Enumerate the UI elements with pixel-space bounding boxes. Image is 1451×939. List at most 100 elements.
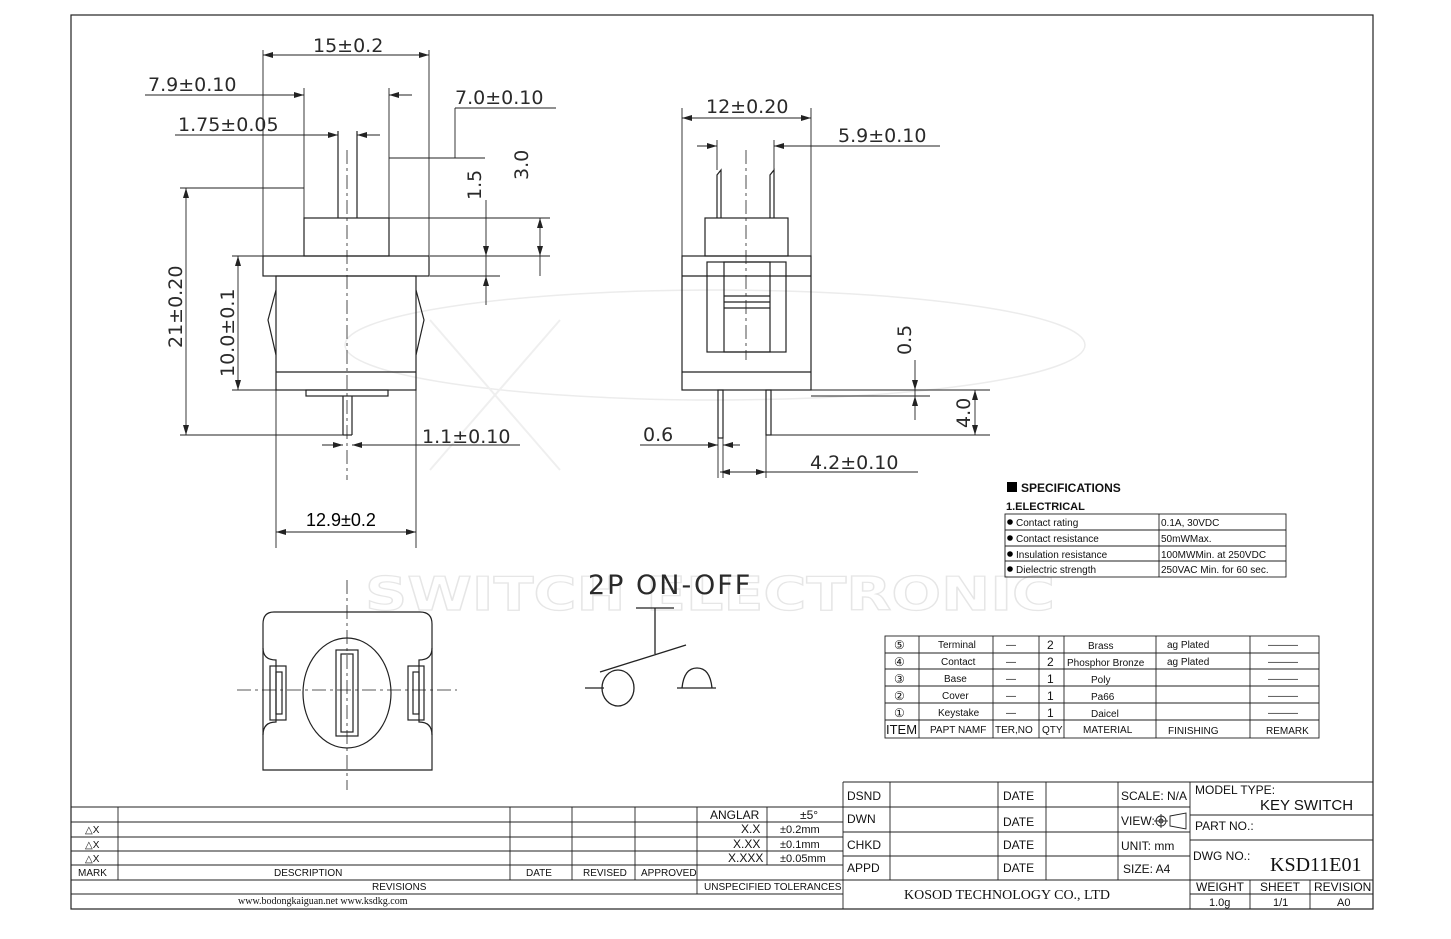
revision-mark: △X	[85, 854, 100, 865]
sign-label: CHKD	[847, 838, 881, 852]
sign-info: SCALE: N/A	[1121, 789, 1187, 803]
svg-text:FINISHING: FINISHING	[1168, 726, 1219, 737]
dim-21: 21±0.20	[165, 266, 187, 348]
dim-0-6: 0.6	[643, 424, 673, 446]
dim-15: 15±0.2	[313, 35, 383, 57]
drawing-border	[70, 14, 1374, 910]
spec-value: 250VAC Min. for 60 sec.	[1161, 565, 1269, 576]
svg-text:⑤: ⑤	[894, 638, 905, 652]
spec-value: 0.1A, 30VDC	[1161, 518, 1219, 529]
revision-mark: △X	[85, 840, 100, 851]
dim-4-2: 4.2±0.10	[810, 452, 898, 474]
company-name: KOSOD TECHNOLOGY CO., LTD	[904, 888, 1110, 903]
svg-text:—: —	[1006, 640, 1016, 651]
svg-text:Phosphor Bronze: Phosphor Bronze	[1067, 658, 1145, 669]
svg-text:TER,NO: TER,NO	[995, 725, 1033, 736]
dwg-no-label: DWG NO.:	[1193, 849, 1250, 863]
col-description: DESCRIPTION	[274, 868, 342, 879]
sign-label: DWN	[847, 812, 876, 826]
svg-text:Pa66: Pa66	[1091, 692, 1115, 703]
spec-label: Dielectric strength	[1016, 565, 1096, 576]
svg-text:Cover: Cover	[942, 691, 969, 702]
weight-label: WEIGHT	[1196, 880, 1245, 894]
parts-row: ① Keystake — 1 Daicel ———	[894, 706, 1298, 720]
svg-text:Base: Base	[944, 674, 967, 685]
svg-text:1: 1	[1047, 672, 1054, 686]
sign-label: APPD	[847, 861, 880, 875]
svg-text:———: ———	[1268, 640, 1298, 651]
svg-text:—: —	[1006, 657, 1016, 668]
svg-text:—: —	[1006, 674, 1016, 685]
tol-value: ±5°	[800, 808, 818, 822]
parts-header: ITEM PAPT NAMF TER,NO QTY MATERIAL FINIS…	[886, 722, 1309, 737]
tol-key: ANGLAR	[710, 808, 760, 822]
sign-date: DATE	[1003, 789, 1034, 803]
tolerances-footer: UNSPECIFIED TOLERANCES	[704, 882, 842, 893]
tol-key: X.X	[741, 822, 760, 836]
dim-5-9: 5.9±0.10	[838, 125, 926, 147]
svg-text:Contact: Contact	[941, 657, 976, 668]
sign-date: DATE	[1003, 861, 1034, 875]
spec-value: 50mWMax.	[1161, 534, 1212, 545]
svg-text:—: —	[1006, 708, 1016, 719]
dim-12-9: 12.9±0.2	[306, 510, 376, 530]
svg-text:———: ———	[1268, 657, 1298, 668]
specifications: SPECIFICATIONS 1.ELECTRICAL Contact rati…	[1004, 481, 1287, 578]
dim-3-0: 3.0	[511, 150, 533, 180]
front-dimension-lines	[145, 50, 556, 548]
svg-text:SWITCH ELECTRONIC: SWITCH ELECTRONIC	[365, 567, 1055, 621]
svg-text:1: 1	[1047, 689, 1054, 703]
dwg-no: KSD11E01	[1270, 854, 1361, 876]
col-mark: MARK	[78, 868, 107, 879]
dim-1-5: 1.5	[464, 170, 486, 200]
dim-7-0: 7.0±0.10	[455, 87, 543, 109]
svg-text:———: ———	[1268, 708, 1298, 719]
sign-label: DSND	[847, 789, 881, 803]
front-dimension-arrows	[183, 52, 543, 535]
svg-text:Daicel: Daicel	[1091, 709, 1119, 720]
spec-label: Contact resistance	[1016, 534, 1099, 545]
watermark: SWITCH ELECTRONIC	[344, 289, 1086, 622]
svg-text:④: ④	[894, 655, 905, 669]
dim-4-0: 4.0	[953, 398, 975, 428]
tol-value: ±0.2mm	[780, 824, 820, 836]
parts-row: ⑤ Terminal — 2 Brass ag Plated ———	[894, 638, 1298, 652]
circuit-label: 2P ON-OFF	[588, 570, 752, 601]
dim-1-75: 1.75±0.05	[178, 114, 279, 136]
view-symbol-icon	[1154, 812, 1187, 830]
svg-text:REMARK: REMARK	[1266, 726, 1309, 737]
revision-value: A0	[1337, 897, 1350, 909]
circuit-symbol: 2P ON-OFF	[585, 570, 752, 707]
tol-key: X.XX	[733, 837, 760, 851]
parts-row: ③ Base — 1 Poly ———	[894, 672, 1298, 686]
spec-label: Insulation resistance	[1016, 550, 1108, 561]
spec-subheading: 1.ELECTRICAL	[1006, 501, 1085, 513]
svg-text:2: 2	[1047, 638, 1054, 652]
svg-text:QTY: QTY	[1042, 725, 1063, 736]
sheet-label: SHEET	[1260, 880, 1301, 894]
dim-7-9: 7.9±0.10	[148, 74, 236, 96]
svg-text:———: ———	[1268, 691, 1298, 702]
dim-0-5: 0.5	[894, 325, 916, 355]
tol-value: ±0.1mm	[780, 839, 820, 851]
svg-text:ITEM: ITEM	[886, 722, 917, 737]
dim-1-1: 1.1±0.10	[422, 426, 510, 448]
spec-value: 100MWMin. at 250VDC	[1161, 550, 1266, 561]
revision-mark: △X	[85, 825, 100, 836]
spec-heading: SPECIFICATIONS	[1021, 481, 1121, 495]
svg-text:Terminal: Terminal	[938, 640, 976, 651]
weight-value: 1.0g	[1209, 897, 1230, 909]
model-type: KEY SWITCH	[1260, 797, 1353, 814]
side-dimension-arrows	[682, 115, 978, 475]
tol-value: ±0.05mm	[780, 853, 826, 865]
side-dimension-lines	[640, 108, 990, 478]
sign-date: DATE	[1003, 838, 1034, 852]
col-approved: APPROVED	[641, 868, 697, 879]
svg-text:Poly: Poly	[1091, 675, 1110, 686]
sign-info: SIZE: A4	[1123, 862, 1171, 876]
dim-12: 12±0.20	[706, 96, 788, 118]
col-revised: REVISED	[583, 868, 627, 879]
sign-info: UNIT: mm	[1121, 839, 1174, 853]
parts-row: ④ Contact — 2 Phosphor Bronze ag Plated …	[894, 655, 1298, 669]
